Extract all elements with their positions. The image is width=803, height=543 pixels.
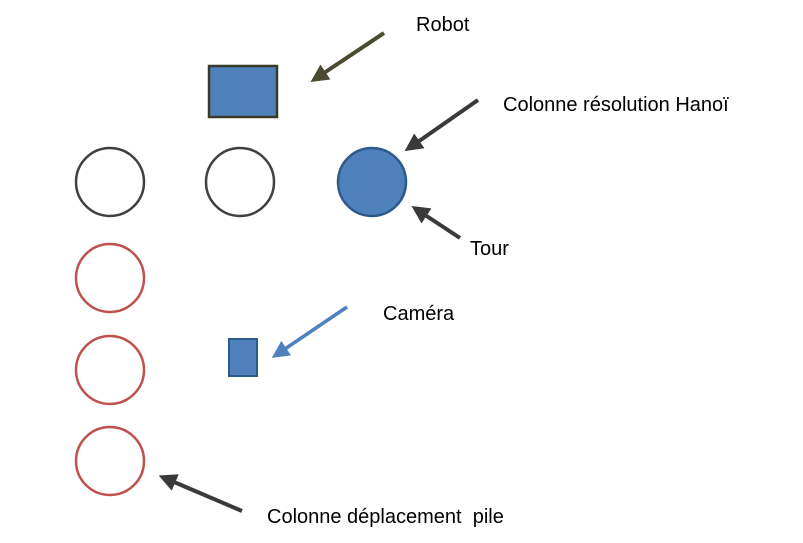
stack-circle-3 bbox=[74, 425, 146, 497]
tower-shape bbox=[336, 146, 408, 218]
camera-shape bbox=[228, 338, 258, 377]
robot-shape bbox=[207, 64, 279, 119]
camera-arrow bbox=[271, 305, 348, 358]
hanoi-arrow bbox=[404, 98, 480, 152]
robot-arrow bbox=[310, 31, 386, 82]
hanoi-column-label: Colonne résolution Hanoï bbox=[503, 94, 729, 116]
stack-arrow bbox=[158, 474, 243, 513]
tower-label: Tour bbox=[470, 238, 509, 260]
robot-label: Robot bbox=[416, 14, 470, 36]
camera-label: Caméra bbox=[383, 303, 455, 325]
stack-column-label: Colonne déplacement pile bbox=[267, 506, 504, 528]
stack-circle-1 bbox=[74, 242, 146, 314]
column-circle-2 bbox=[204, 146, 276, 218]
stack-circle-2 bbox=[74, 334, 146, 406]
column-circle-1 bbox=[74, 146, 146, 218]
tower-arrow bbox=[411, 206, 462, 240]
